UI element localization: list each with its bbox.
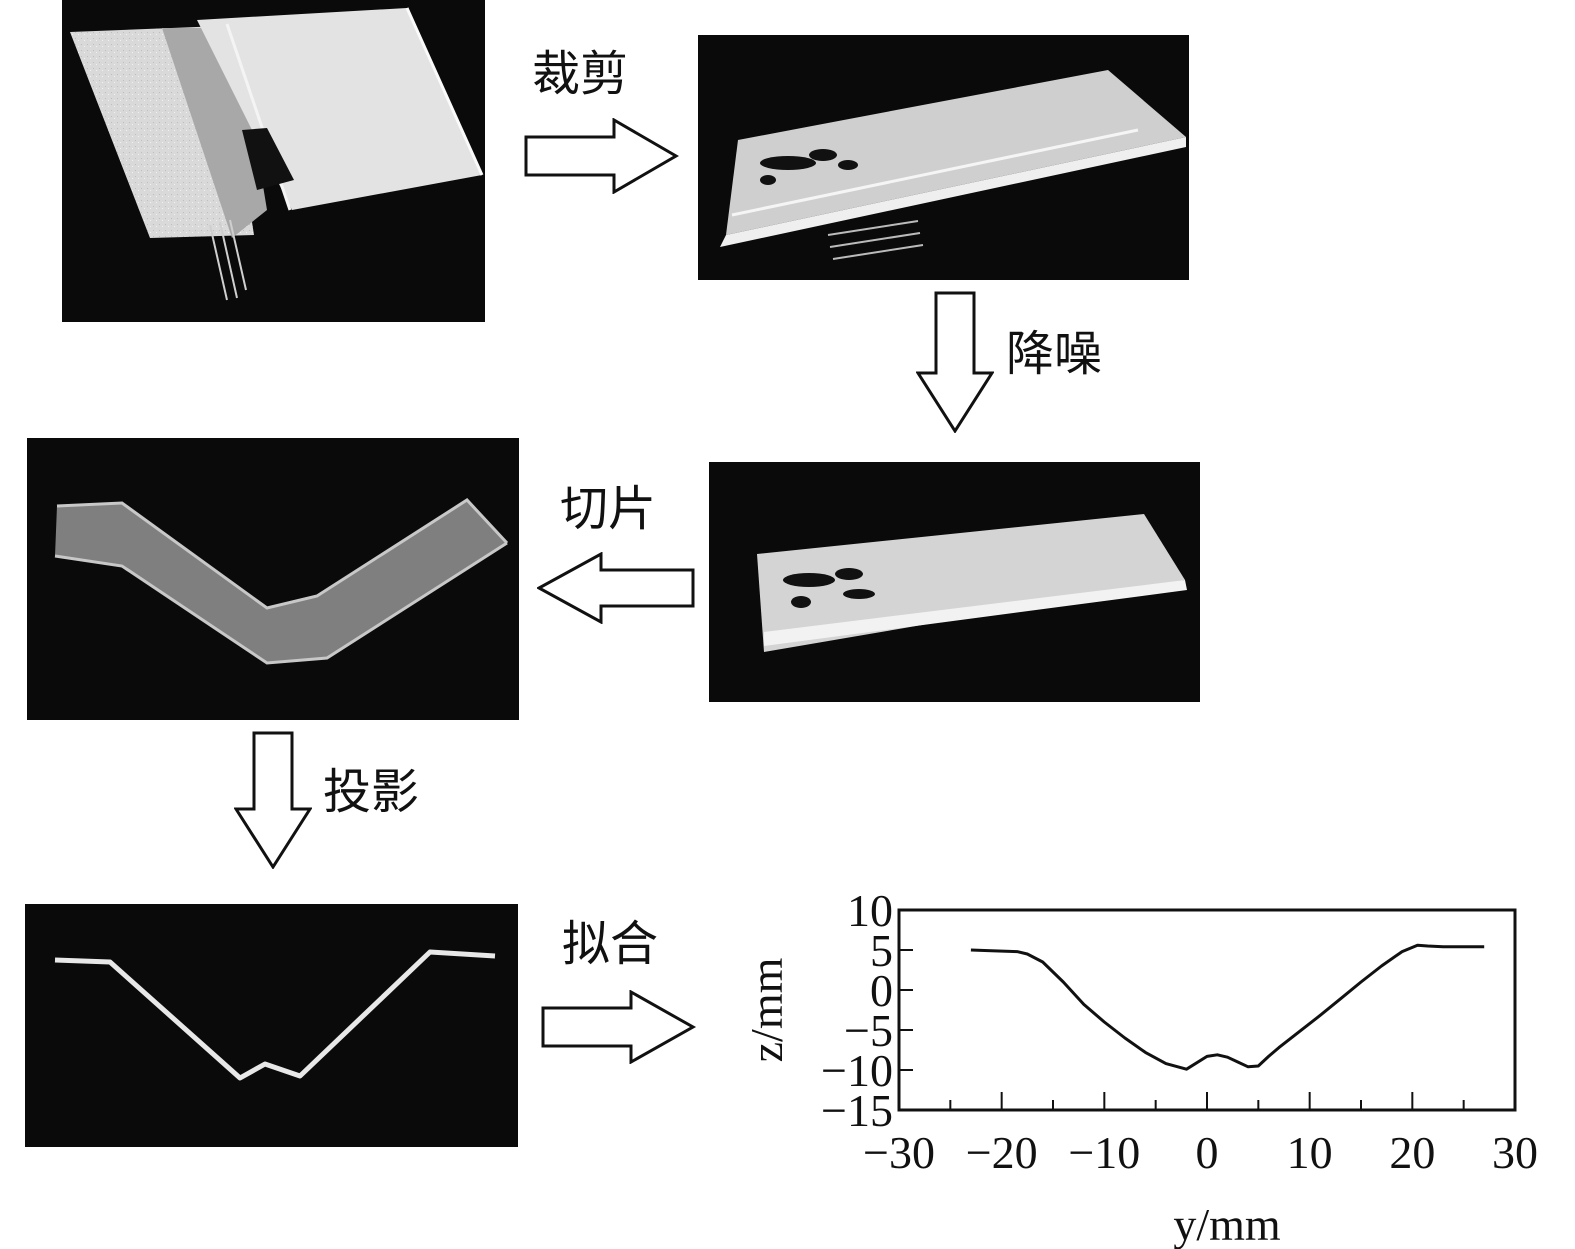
denoised-point-cloud-image <box>709 462 1200 702</box>
slice-label: 切片 <box>560 481 657 537</box>
projection-image <box>25 904 518 1147</box>
y-tick-label: −15 <box>821 1085 893 1136</box>
x-tick-label: 30 <box>1492 1127 1538 1178</box>
left-arrow-icon <box>537 552 695 624</box>
x-tick-label: −20 <box>966 1127 1038 1178</box>
raw-point-cloud-image <box>62 0 485 322</box>
down-arrow-icon <box>916 291 994 433</box>
x-tick-label: −30 <box>863 1127 935 1178</box>
x-tick-label: 0 <box>1196 1127 1219 1178</box>
plot-frame <box>897 908 1517 1112</box>
y-tick-label: −5 <box>844 1005 893 1056</box>
fit-label: 拟合 <box>562 916 659 972</box>
x-tick-label: 10 <box>1287 1127 1333 1178</box>
down-arrow-icon <box>234 731 312 869</box>
right-arrow-icon <box>541 990 697 1064</box>
crop-label: 裁剪 <box>532 46 629 102</box>
profile-line <box>970 943 1485 1071</box>
x-axis-label: y/mm <box>1173 1199 1281 1249</box>
cropped-point-cloud-image <box>698 35 1189 280</box>
right-arrow-icon <box>524 118 680 194</box>
x-tick-label: −10 <box>1068 1127 1140 1178</box>
y-axis-label: z/mm <box>741 957 792 1062</box>
project-label: 投影 <box>323 764 420 820</box>
denoise-label: 降噪 <box>1006 326 1103 382</box>
y-tick-label: 5 <box>870 925 893 976</box>
slice-point-cloud-image <box>27 438 519 720</box>
y-tick-label: −10 <box>821 1045 893 1096</box>
y-tick-label: 10 <box>847 885 893 936</box>
x-tick-label: 20 <box>1389 1127 1435 1178</box>
y-tick-label: 0 <box>870 965 893 1016</box>
